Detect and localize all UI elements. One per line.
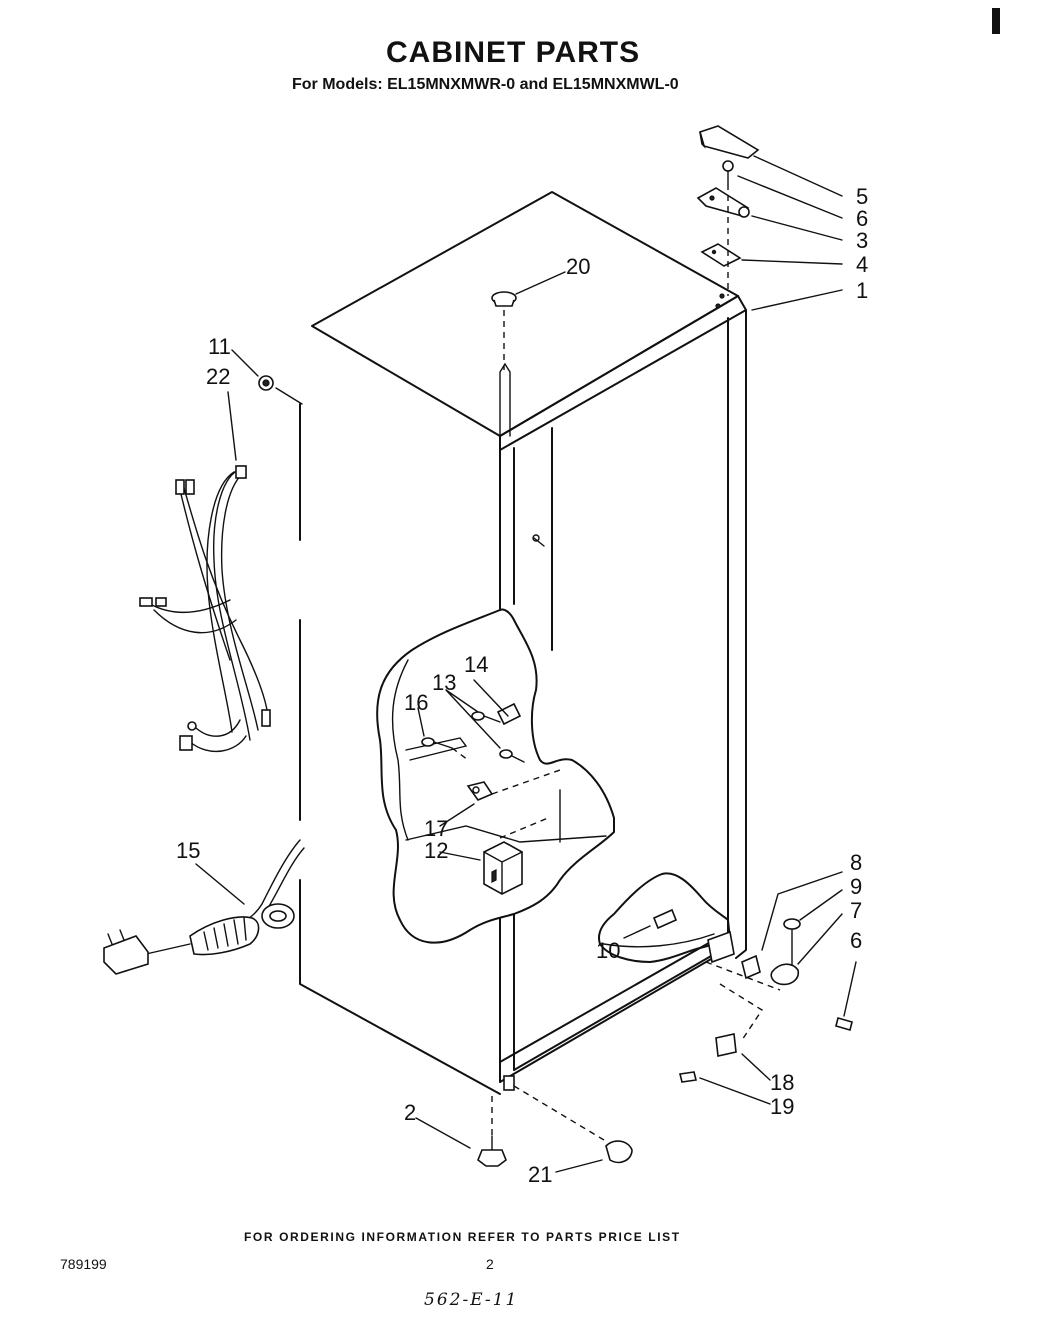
- callout-20: 20: [566, 254, 590, 279]
- callout-8: 8: [850, 850, 862, 875]
- plug-button-part: [491, 291, 517, 307]
- callout-15: 15: [176, 838, 200, 863]
- callout-10: 10: [596, 938, 620, 963]
- callout-16: 16: [404, 690, 428, 715]
- callout-leaders: [195, 155, 857, 1173]
- callout-5: 5: [856, 184, 868, 209]
- wiring-harness-part: [139, 465, 271, 753]
- document-number: 789199: [60, 1256, 107, 1272]
- callout-17: 17: [424, 816, 448, 841]
- cutaway-section: [376, 608, 731, 963]
- lower-hinge-parts: [705, 918, 853, 1041]
- callout-2: 2: [404, 1100, 416, 1125]
- ordering-note: FOR ORDERING INFORMATION REFER TO PARTS …: [244, 1230, 681, 1244]
- callout-7: 7: [850, 898, 862, 923]
- callout-19: 19: [770, 1094, 794, 1119]
- registration-mark: [992, 8, 1000, 34]
- callout-14: 14: [464, 652, 488, 677]
- hinge-cap-part: [699, 125, 760, 159]
- cabinet-shell: [299, 191, 747, 1095]
- grommet-part: [258, 375, 303, 405]
- callout-3: 3: [856, 228, 868, 253]
- callout-21: 21: [528, 1162, 552, 1187]
- callout-6-lower: 6: [850, 928, 862, 953]
- handwritten-code: 562-E-11: [424, 1290, 519, 1310]
- callout-1: 1: [856, 278, 868, 303]
- bottom-bracket-parts: [679, 1033, 737, 1083]
- internal-parts-cluster: [421, 702, 678, 930]
- page-number: 2: [486, 1256, 494, 1272]
- hinge-shim-part: [700, 243, 742, 267]
- power-cord-part: [103, 839, 305, 975]
- callout-labels: 5 6 3 4 1 20 11 22 14 13 16 17 12 15 10 …: [176, 184, 868, 1187]
- model-subtitle: For Models: EL15MNXMWR-0 and EL15MNXMWL-…: [292, 76, 679, 93]
- page-title: CABINET PARTS: [386, 36, 641, 69]
- callout-13: 13: [432, 670, 456, 695]
- callout-12: 12: [424, 838, 448, 863]
- hinge-screw-part: [722, 160, 734, 185]
- callout-11: 11: [208, 334, 231, 359]
- callout-22: 22: [206, 364, 230, 389]
- callout-6: 6: [856, 206, 868, 231]
- top-hinge-part: [696, 187, 750, 218]
- callout-9: 9: [850, 874, 862, 899]
- callout-4: 4: [856, 252, 868, 277]
- leveling-leg-parts: [477, 1075, 633, 1167]
- callout-18: 18: [770, 1070, 794, 1095]
